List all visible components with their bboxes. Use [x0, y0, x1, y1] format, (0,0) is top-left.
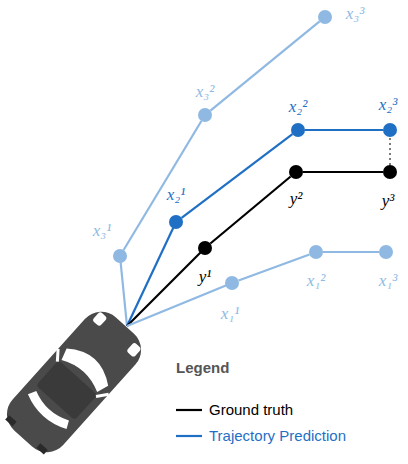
trajectory-point: x₂³ — [383, 123, 397, 137]
legend-line — [176, 409, 202, 411]
trajectory-segment — [389, 137, 390, 165]
legend-entry: Trajectory Prediction — [209, 428, 346, 443]
point-label: x₂³ — [379, 96, 398, 113]
trajectory-point: x₁² — [309, 245, 323, 259]
trajectory-segment — [124, 121, 202, 250]
point-label: x₁² — [307, 272, 326, 289]
trajectory-segment — [323, 251, 379, 253]
trajectory-point: y³ — [383, 165, 397, 179]
point-label: x₃¹ — [93, 222, 112, 239]
trajectory-point: x₁¹ — [225, 276, 239, 290]
point-label: x₂¹ — [167, 186, 186, 203]
point-label: x₁³ — [379, 272, 398, 289]
trajectory-point: x₃¹ — [113, 249, 127, 263]
point-label: x₂² — [289, 98, 308, 115]
trajectory-point: y² — [289, 165, 303, 179]
legend-line — [176, 435, 202, 437]
point-label: y³ — [382, 192, 395, 209]
trajectory-segment — [182, 134, 293, 218]
point-label: x₃³ — [346, 5, 365, 22]
point-label: x₁¹ — [221, 305, 240, 322]
trajectory-point: y¹ — [198, 241, 212, 255]
trajectory-point: x₁³ — [379, 245, 393, 259]
trajectory-point: x₃³ — [318, 10, 332, 24]
point-label: y¹ — [199, 268, 212, 285]
point-label: x₃² — [196, 83, 215, 100]
trajectory-point: x₃² — [198, 108, 212, 122]
trajectory-point: x₂¹ — [169, 215, 183, 229]
trajectory-segment — [239, 254, 310, 280]
trajectory-point: x₂² — [291, 123, 305, 137]
legend-entry: Ground truth — [209, 402, 293, 417]
trajectory-segment — [305, 129, 383, 131]
legend-title: Legend — [176, 360, 229, 375]
trajectory-segment — [210, 176, 290, 243]
car — [0, 303, 150, 461]
trajectory-segment — [303, 171, 383, 173]
point-label: y² — [290, 190, 303, 207]
rays — [120, 222, 232, 326]
